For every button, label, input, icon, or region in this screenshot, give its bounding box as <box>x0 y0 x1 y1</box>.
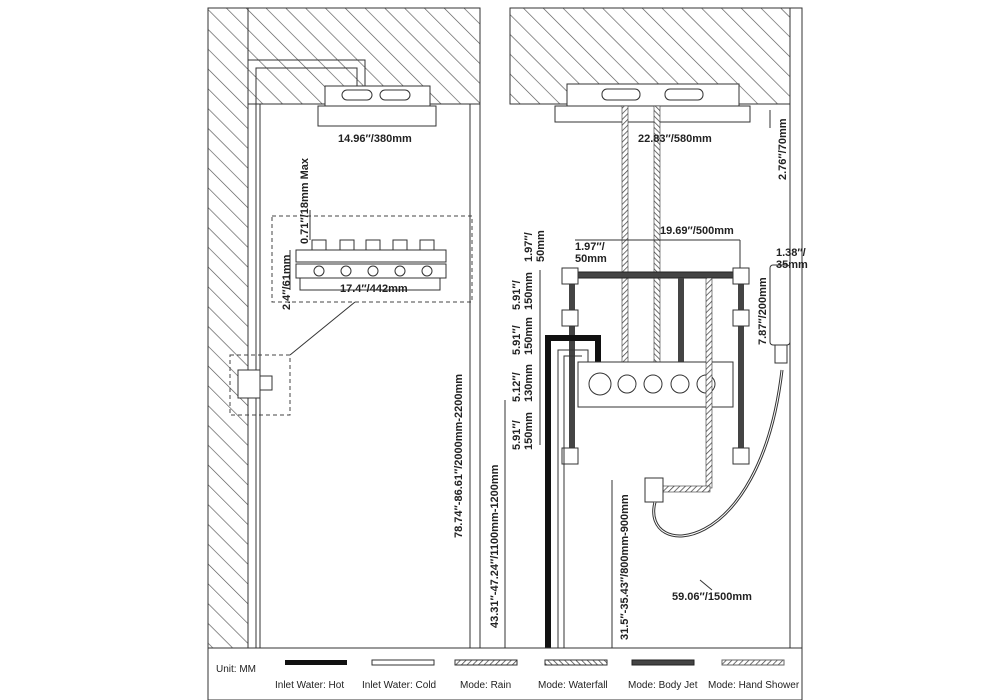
dim-valve-width: 17.4″/442mm <box>340 283 408 295</box>
valve-top-view <box>295 239 447 291</box>
dim-jet-spacing-3: 5.12″/130mm <box>511 364 535 402</box>
legend-label-hot: Inlet Water: Hot <box>275 680 344 691</box>
dim-right-head-width: 22.83″/580mm <box>638 133 712 145</box>
dim-head-depth: 2.76″/70mm <box>777 118 789 180</box>
dim-hand-shower-dia: 1.38″/35mm <box>776 247 808 271</box>
rain-head-left <box>324 85 431 107</box>
dim-jet-spacing-1: 5.91″/150mm <box>511 272 535 310</box>
right-panel <box>504 7 803 649</box>
dim-jet-spacing-h: 19.69″/500mm <box>660 225 734 237</box>
dim-total-height: 78.74″-86.61″/2000mm-2200mm <box>453 374 465 538</box>
dim-jet-spacing-4: 5.91″/150mm <box>511 412 535 450</box>
legend-swatch-cold <box>371 659 435 666</box>
legend-label-waterfall: Mode: Waterfall <box>538 680 608 691</box>
dim-left-head-width: 14.96″/380mm <box>338 133 412 145</box>
dim-arm-max: 0.71″/18mm Max <box>299 157 311 244</box>
legend-label-cold: Inlet Water: Cold <box>362 680 436 691</box>
legend-label-hand: Mode: Hand Shower <box>708 680 800 691</box>
legend-swatch-rain <box>454 659 518 666</box>
dim-valve-height: 2.4″/61mm <box>281 254 293 310</box>
legend-unit: Unit: MM <box>216 664 256 675</box>
legend-swatch-bodyjet <box>631 659 695 666</box>
dim-hand-holder-height: 31.5″-35.43″/800mm-900mm <box>619 494 631 640</box>
dim-hose-length: 59.06″/1500mm <box>672 591 752 603</box>
legend-label-bodyjet: Mode: Body Jet <box>628 680 698 691</box>
legend-swatch-hand <box>721 659 785 666</box>
legend-swatch-hot <box>285 660 347 665</box>
dim-jet-gap-top-b: 1.97″/50mm <box>575 241 607 265</box>
legend: Unit: MM Inlet Water: Hot Inlet Water: C… <box>207 647 803 700</box>
left-wall <box>207 7 249 649</box>
dim-jet-gap-top-a: 1.97″/50mm <box>523 230 547 262</box>
legend-swatch-waterfall <box>544 659 608 666</box>
legend-label-rain: Mode: Rain <box>460 680 511 691</box>
dim-jet-spacing-2: 5.91″/150mm <box>511 317 535 355</box>
hand-shower <box>769 264 791 346</box>
dim-valve-install-height: 43.31″-47.24″/1100mm-1200mm <box>489 464 501 628</box>
body-jets <box>561 267 750 465</box>
dim-hand-shower-len: 7.87″/200mm <box>757 277 769 345</box>
valve-detail-box <box>271 215 473 303</box>
rain-head-right <box>566 83 740 107</box>
left-panel <box>207 7 481 649</box>
